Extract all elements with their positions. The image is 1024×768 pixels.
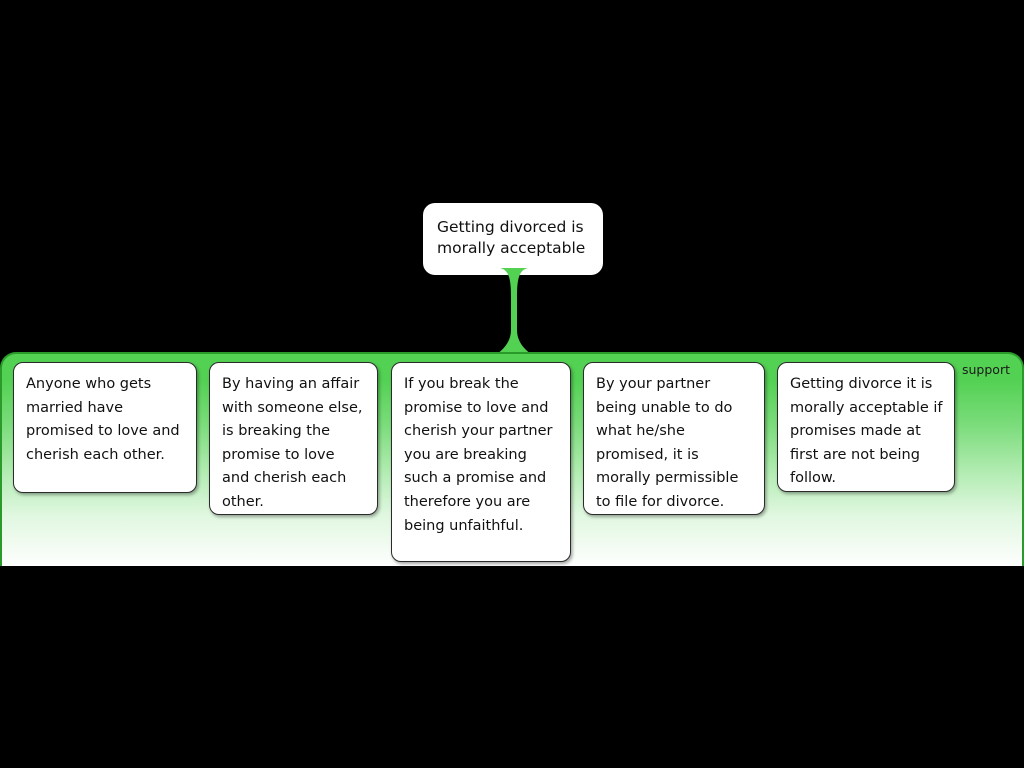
reason-box[interactable]: Getting divorce it is morally acceptable… bbox=[777, 362, 955, 492]
relation-label: support bbox=[962, 362, 1010, 377]
root-claim-text: Getting divorced is morally acceptable bbox=[437, 218, 586, 257]
reason-box[interactable]: If you break the promise to love and che… bbox=[391, 362, 571, 562]
root-claim-node[interactable]: Getting divorced is morally acceptable bbox=[423, 203, 603, 275]
reason-text: If you break the promise to love and che… bbox=[404, 376, 553, 534]
reason-text: By having an affair with someone else, i… bbox=[222, 376, 363, 510]
reason-box[interactable]: Anyone who gets married have promised to… bbox=[13, 362, 197, 493]
reason-box[interactable]: By your partner being unable to do what … bbox=[583, 362, 765, 515]
support-connector bbox=[486, 268, 542, 360]
reason-text: Getting divorce it is morally acceptable… bbox=[790, 376, 943, 487]
reason-box[interactable]: By having an affair with someone else, i… bbox=[209, 362, 378, 515]
reason-text: By your partner being unable to do what … bbox=[596, 376, 739, 510]
reason-text: Anyone who gets married have promised to… bbox=[26, 376, 180, 463]
